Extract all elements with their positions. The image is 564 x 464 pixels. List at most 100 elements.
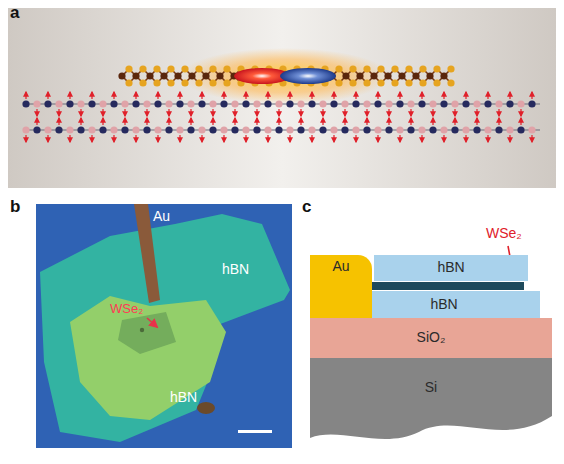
- boron-atom: [44, 126, 51, 133]
- dipole-arrow: [366, 118, 367, 125]
- nitrogen-atom: [143, 126, 150, 133]
- tungsten-atom: [188, 72, 195, 79]
- nitrogen-atom: [33, 126, 40, 133]
- tungsten-atom: [412, 72, 419, 79]
- nitrogen-atom: [242, 100, 249, 107]
- nitrogen-atom: [275, 126, 282, 133]
- nitrogen-atom: [407, 126, 414, 133]
- nitrogen-atom: [506, 100, 513, 107]
- dipole-arrow: [267, 135, 268, 142]
- selenium-atom: [223, 65, 230, 72]
- nitrogen-atom: [528, 100, 535, 107]
- boron-atom: [220, 126, 227, 133]
- nitrogen-atom: [253, 126, 260, 133]
- selenium-atom: [223, 79, 230, 86]
- selenium-atom: [433, 79, 440, 86]
- boron-atom: [33, 100, 40, 107]
- dipole-arrow: [289, 92, 290, 99]
- dipole-arrow: [58, 118, 59, 125]
- nitrogen-atom: [319, 126, 326, 133]
- tungsten-atom: [342, 72, 349, 79]
- dipole-arrow: [322, 118, 323, 125]
- dipole-arrow: [421, 135, 422, 142]
- tungsten-atom: [384, 72, 391, 79]
- nitrogen-atom: [121, 126, 128, 133]
- dipole-arrow: [113, 135, 114, 142]
- debris-spot: [197, 402, 215, 414]
- photo-background: [36, 204, 292, 448]
- photo-label: Au: [153, 209, 170, 224]
- tungsten-atom: [370, 72, 377, 79]
- photo-label: WSe₂: [110, 302, 143, 316]
- boron-atom: [341, 100, 348, 107]
- dipole-arrow: [113, 92, 114, 99]
- layer-name: SiO₂: [417, 330, 446, 345]
- dipole-arrow: [256, 118, 257, 125]
- dipole-arrow: [454, 118, 455, 125]
- selenium-atom: [195, 79, 202, 86]
- selenium-atom: [153, 65, 160, 72]
- selenium-atom: [377, 65, 384, 72]
- boron-atom: [132, 126, 139, 133]
- boron-atom: [154, 126, 161, 133]
- boron-atom: [440, 126, 447, 133]
- nitrogen-atom: [77, 126, 84, 133]
- selenium-atom: [447, 79, 454, 86]
- boron-atom: [407, 100, 414, 107]
- dipole-arrow: [91, 135, 92, 142]
- dipole-arrow: [69, 92, 70, 99]
- selenium-atom: [181, 65, 188, 72]
- dipole-arrow: [278, 109, 279, 116]
- exciton-glow: [180, 48, 390, 104]
- dipole-arrow: [377, 135, 378, 142]
- layer-callout: WSe₂: [486, 226, 522, 241]
- boron-atom: [418, 126, 425, 133]
- nitrogen-atom: [44, 100, 51, 107]
- nitrogen-atom: [484, 100, 491, 107]
- dipole-arrow: [465, 92, 466, 99]
- nitrogen-atom: [308, 100, 315, 107]
- dipole-arrow: [102, 118, 103, 125]
- dipole-arrow: [135, 135, 136, 142]
- dipole-arrow: [410, 109, 411, 116]
- tungsten-atom: [398, 72, 405, 79]
- selenium-atom: [335, 65, 342, 72]
- nitrogen-atom: [330, 100, 337, 107]
- tungsten-atom: [174, 72, 181, 79]
- dipole-arrow: [223, 92, 224, 99]
- nitrogen-atom: [154, 100, 161, 107]
- selenium-atom: [349, 79, 356, 86]
- boron-atom: [319, 100, 326, 107]
- nitrogen-atom: [473, 126, 480, 133]
- dipole-arrow: [531, 135, 532, 142]
- dipole-arrow: [58, 109, 59, 116]
- photo-label: hBN: [222, 262, 249, 277]
- tungsten-atom: [426, 72, 433, 79]
- boron-atom: [99, 100, 106, 107]
- selenium-atom: [349, 65, 356, 72]
- dipole-arrow: [36, 118, 37, 125]
- scale-bar: [238, 430, 272, 433]
- dipole-arrow: [333, 92, 334, 99]
- boron-atom: [297, 100, 304, 107]
- dipole-arrow: [190, 109, 191, 116]
- silicon-substrate: Si: [310, 358, 552, 442]
- debris-spot: [140, 328, 144, 332]
- nitrogen-atom: [429, 126, 436, 133]
- boron-atom: [264, 126, 271, 133]
- nitrogen-atom: [264, 100, 271, 107]
- nitrogen-atom: [374, 100, 381, 107]
- nitrogen-atom: [55, 126, 62, 133]
- selenium-atom: [405, 65, 412, 72]
- selenium-atom: [153, 79, 160, 86]
- boron-atom: [286, 126, 293, 133]
- selenium-atom: [335, 79, 342, 86]
- dipole-arrow: [300, 118, 301, 125]
- nitrogen-atom: [99, 126, 106, 133]
- boron-atom: [198, 126, 205, 133]
- dipole-arrow: [234, 118, 235, 125]
- dipole-arrow: [25, 135, 26, 142]
- substrate-shape: [310, 358, 552, 439]
- boron-atom: [528, 126, 535, 133]
- dipole-arrow: [267, 92, 268, 99]
